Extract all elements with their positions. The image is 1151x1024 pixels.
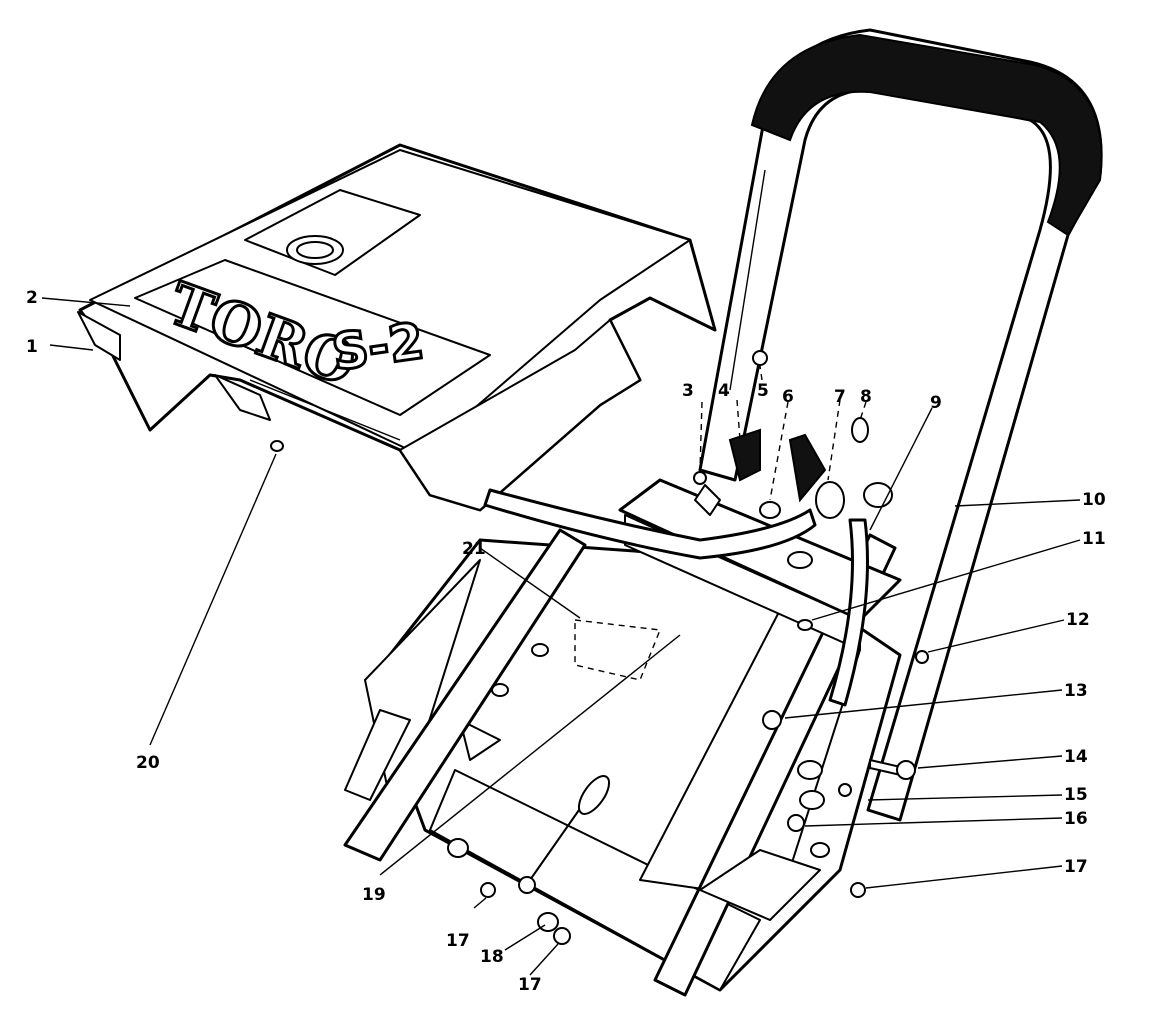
callout-15: 15 <box>1064 785 1088 805</box>
callout-20: 20 <box>136 753 160 773</box>
callout-17-bottom: 17 <box>518 975 542 995</box>
callout-1: 1 <box>26 337 38 357</box>
callout-17-right: 17 <box>1064 857 1088 877</box>
hood <box>77 143 717 512</box>
callout-4: 4 <box>718 381 730 401</box>
ignition-plug <box>728 428 761 482</box>
callout-8: 8 <box>860 387 872 407</box>
callout-2: 2 <box>26 288 38 308</box>
callout-9: 9 <box>930 393 942 413</box>
frame-left <box>343 528 587 862</box>
callout-14: 14 <box>1064 747 1088 767</box>
primer-cap <box>788 433 827 503</box>
leader-lines <box>41 297 1081 976</box>
callout-17-left: 17 <box>446 931 470 951</box>
callout-3: 3 <box>682 381 694 401</box>
frame-right <box>653 533 897 997</box>
callout-5: 5 <box>757 381 769 401</box>
callout-12: 12 <box>1066 610 1090 630</box>
callout-7: 7 <box>834 387 846 407</box>
callout-18: 18 <box>480 947 504 967</box>
cross-tube <box>483 488 869 707</box>
callout-16: 16 <box>1064 809 1088 829</box>
callout-labels: 1 2 3 4 5 6 7 8 9 10 11 12 13 14 15 16 1… <box>26 288 1106 995</box>
handle-grip <box>750 33 1103 237</box>
model-logo: S-2 <box>329 312 428 382</box>
callout-21: 21 <box>462 539 486 559</box>
hardware <box>270 350 929 945</box>
chute-rod <box>529 775 611 881</box>
callout-6: 6 <box>782 387 794 407</box>
callout-19: 19 <box>362 885 386 905</box>
callout-13: 13 <box>1064 681 1088 701</box>
callout-10: 10 <box>1082 490 1106 510</box>
handle <box>698 28 1103 822</box>
callout-11: 11 <box>1082 529 1106 549</box>
